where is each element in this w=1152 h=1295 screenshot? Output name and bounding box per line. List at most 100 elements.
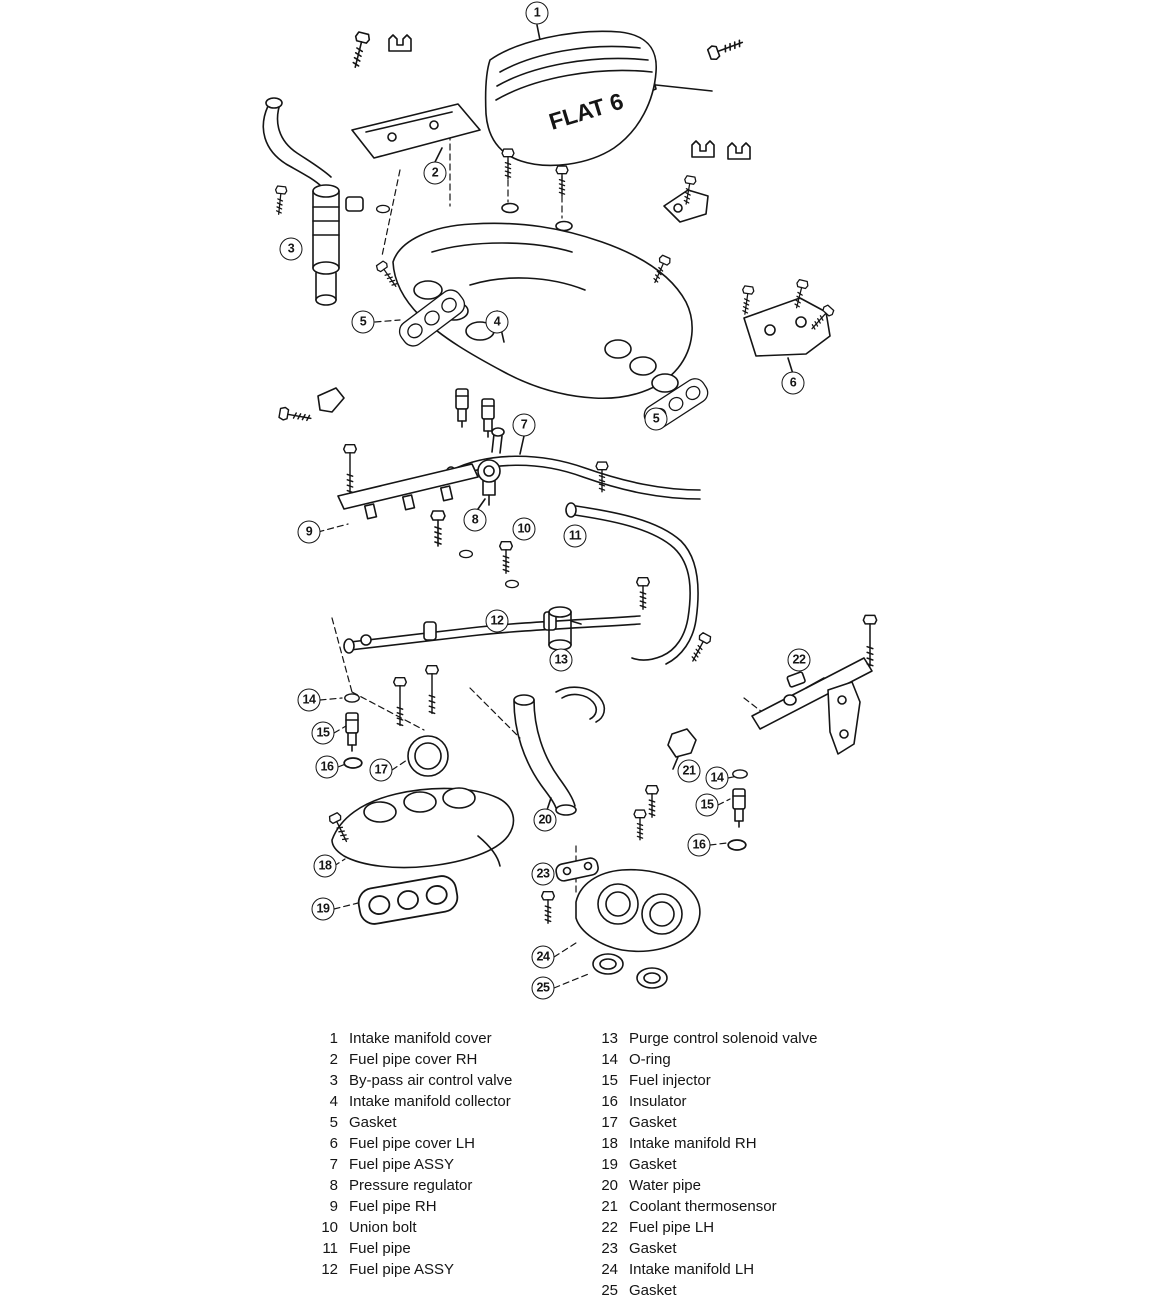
legend-item-label: Insulator [629,1093,687,1110]
callout-5: 5 [644,407,668,431]
callout-17: 17 [369,758,393,782]
legend-item-16: 16 Insulator [590,1093,817,1114]
part-intake-manifold-collector [374,222,693,438]
part-fuel-pipe [565,461,713,665]
legend-item-25: 25 Gasket [590,1282,817,1295]
legend-item-number: 18 [601,1135,618,1152]
legend-item-label: Union bolt [349,1219,417,1236]
legend-item-number: 8 [329,1177,338,1194]
part-fuel-pipe-lh [751,614,878,755]
callout-1: 1 [525,1,549,25]
part-gasket-throttle [392,664,449,777]
callout-25: 25 [531,976,555,1000]
legend-item-number: 12 [321,1261,338,1278]
legend-item-number: 13 [601,1030,618,1047]
callout-14: 14 [705,766,729,790]
callout-3: 3 [279,237,303,261]
callout-22: 22 [787,648,811,672]
legend-item-label: Fuel pipe [349,1240,411,1257]
callout-15: 15 [311,721,335,745]
callout-8: 8 [463,508,487,532]
part-intake-manifold-rh [327,787,515,869]
legend-item-8: 8 Pressure regulator [310,1177,512,1198]
legend-item-number: 5 [329,1114,338,1131]
part-injector-stack-rh [343,693,363,769]
legend-item-5: 5 Gasket [310,1114,512,1135]
part-fuel-pipe-cover-lh [738,278,836,375]
callout-24: 24 [531,945,555,969]
callout-16: 16 [687,833,711,857]
callout-12: 12 [485,609,509,633]
callout-2: 2 [423,161,447,185]
legend-item-number: 21 [601,1198,618,1215]
legend-item-label: Fuel pipe ASSY [349,1261,455,1278]
legend-item-label: Gasket [629,1282,677,1295]
legend-item-number: 10 [321,1219,338,1236]
legend-item-10: 10 Union bolt [310,1219,512,1240]
callout-15: 15 [695,793,719,817]
exploded-diagram-art: FLAT 6 [262,24,878,989]
legend-item-label: O-ring [629,1051,671,1068]
callout-16: 16 [315,755,339,779]
legend-item-number: 4 [329,1093,338,1110]
legend-item-20: 20 Water pipe [590,1177,817,1198]
legend-item-number: 16 [601,1093,618,1110]
legend-item-number: 25 [601,1282,618,1295]
legend-item-number: 17 [601,1114,618,1131]
callout-11: 11 [563,524,587,548]
legend-item-number: 20 [601,1177,618,1194]
legend-item-label: Gasket [349,1114,397,1131]
legend-item-number: 9 [329,1198,338,1215]
legend-item-number: 11 [322,1240,338,1257]
part-fuel-pipe-assy-lower [343,611,641,654]
callout-6: 6 [781,371,805,395]
legend-item-label: Fuel pipe ASSY [349,1156,455,1173]
legend-item-11: 11 Fuel pipe [310,1240,512,1261]
legend-item-label: By-pass air control valve [349,1072,513,1089]
legend-item-label: Gasket [629,1240,677,1257]
legend-item-label: Fuel pipe LH [629,1219,715,1236]
legend-item-label: Fuel injector [629,1072,711,1089]
legend-item-number: 2 [329,1051,338,1068]
part-pressure-regulator [477,459,501,510]
part-bypass-air-control-valve [262,97,391,306]
callout-4: 4 [485,310,509,334]
callout-5: 5 [351,310,375,334]
legend-item-number: 15 [601,1072,618,1089]
callout-23: 23 [531,862,555,886]
legend-item-number: 23 [601,1240,618,1257]
part-water-pipe [513,694,577,816]
legend-item-number: 19 [601,1156,618,1173]
part-gasket-manifold-rh [355,872,461,928]
legend-item-label: Coolant thermosensor [629,1198,777,1215]
legend-item-label: Purge control solenoid valve [629,1030,818,1047]
legend-item-label: Intake manifold cover [349,1030,492,1047]
part-coolant-thermosensor [667,728,697,770]
legend-item-label: Gasket [629,1114,677,1131]
callout-21: 21 [677,759,701,783]
legend-item-number: 24 [601,1261,618,1278]
callout-18: 18 [313,854,337,878]
callout-10: 10 [512,517,536,541]
legend-item-label: Pressure regulator [349,1177,473,1194]
part-fuel-pipe-cover-rh [351,103,481,163]
part-intake-manifold-cover: FLAT 6 [484,24,657,232]
legend-item-label: Water pipe [629,1177,701,1194]
legend-item-number: 6 [329,1135,338,1152]
part-gasket-manifold-lh [592,953,668,989]
part-intake-manifold-lh [575,784,701,953]
part-fuel-pipe-rh [337,443,479,547]
part-injector-stack-lh [727,769,748,851]
callout-20: 20 [533,808,557,832]
legend-item-label: Fuel pipe cover LH [349,1135,475,1152]
